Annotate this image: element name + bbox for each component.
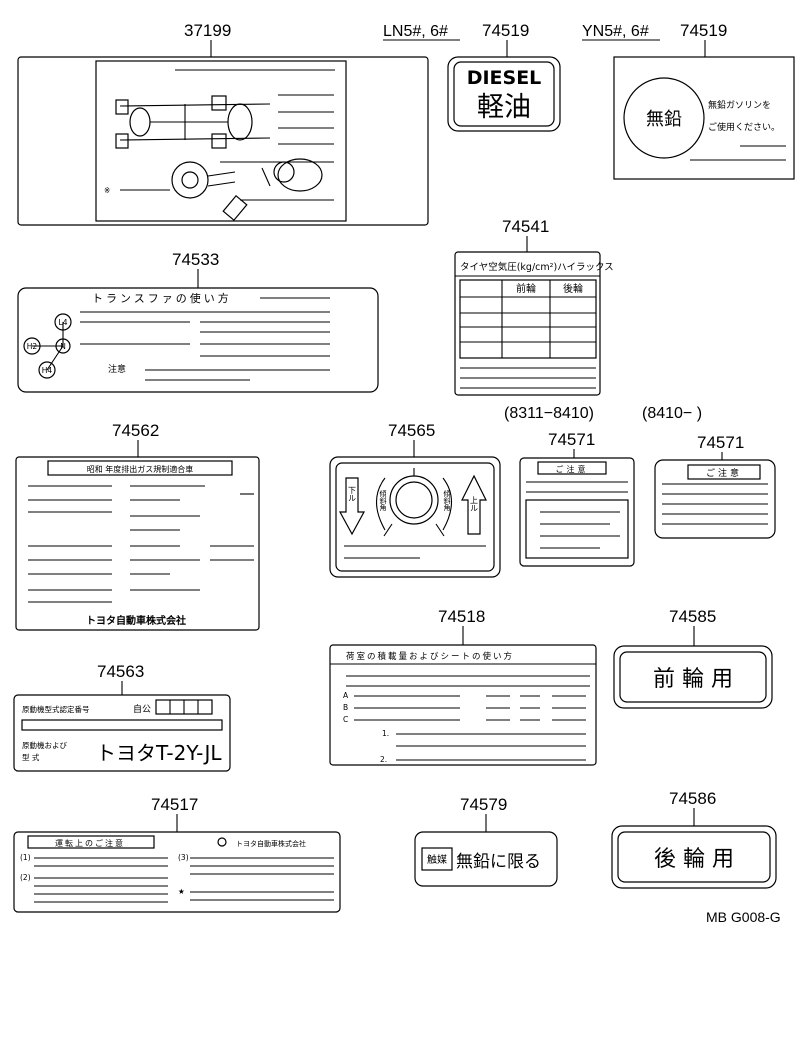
- part-number-74579: 74579: [460, 795, 507, 814]
- label-74571-b: (8410− ) 74571 ご注意: [642, 405, 776, 539]
- front-wheel-header: 前輪: [516, 282, 536, 295]
- cargo-title: 荷室の積載量およびシートの使い方: [346, 651, 514, 662]
- label-74533: 74533 トランスファの使い方 注意 L4 N H2 H4: [17, 250, 379, 393]
- label-74571-a: (8311−8410) 74571 ご注意: [504, 405, 635, 567]
- label-74562: 74562 昭和 年度排出ガス規制適合車 トヨタ自動車株式会社: [15, 421, 260, 631]
- svg-text:A: A: [343, 691, 349, 700]
- mark-h4: H4: [42, 366, 53, 375]
- transfer-case-drawing: [171, 161, 248, 222]
- part-number-74571-a: 74571: [548, 430, 595, 449]
- driving-caution-title: 運転上のご注意: [55, 838, 125, 848]
- arrow-up-text: 上ル: [470, 496, 479, 512]
- part-number-74586: 74586: [669, 789, 716, 808]
- svg-text:(3): (3): [178, 853, 189, 862]
- part-number-74518: 74518: [438, 607, 485, 626]
- unleaded-circle-text: 無鉛: [646, 109, 682, 130]
- left-arc-text: 傾斜角: [379, 489, 387, 512]
- engine-cert-label: 原動機型式認定番号: [22, 704, 90, 714]
- rear-wheel-header: 後輪: [563, 282, 583, 295]
- engine-model-text: トヨタT-2Y-JL: [96, 741, 222, 765]
- part-number-74519-b: 74519: [680, 21, 727, 40]
- unleaded-line-2: ご使用ください。: [708, 121, 780, 133]
- label-74518: 74518 荷室の積載量およびシートの使い方 A B C 1. 2.: [329, 607, 597, 766]
- figure-id: MB G008-G: [706, 909, 781, 925]
- label-74541: 74541 タイヤ空気圧(kg/cm²)ハイラックス 前輪 後輪: [454, 217, 614, 396]
- label-74519-diesel: LN5#, 6# 74519 DIESEL 軽油: [383, 21, 561, 132]
- rear-wheel-text: 後 輪 用: [654, 847, 734, 872]
- label-74563: 74563 原動機型式認定番号 自公 原動機および 型 式 トヨタT-2Y-JL: [13, 662, 231, 772]
- svg-text:C: C: [343, 715, 348, 724]
- svg-text:※: ※: [104, 186, 110, 195]
- variant-8410: (8410− ): [642, 405, 702, 422]
- mark-l4: L4: [59, 318, 68, 327]
- unleaded-only-text: 無鉛に限る: [456, 852, 541, 872]
- shift-pattern-diagram: L4 N H2 H4: [23, 313, 72, 379]
- svg-text:2.: 2.: [380, 755, 387, 764]
- instruction-lines: [120, 69, 335, 201]
- toyota-maker-small: トヨタ自動車株式会社: [236, 839, 306, 848]
- right-arc-text: 傾斜角: [443, 489, 451, 512]
- label-74565: 74565 下ル 上ル 傾斜角 傾斜角: [329, 421, 501, 578]
- caution-title-a: ご注意: [556, 464, 589, 474]
- toyota-maker-text: トヨタ自動車株式会社: [86, 614, 186, 627]
- mark-n: N: [60, 342, 66, 351]
- engine-cert-prefix: 自公: [133, 703, 151, 715]
- part-number-74533: 74533: [172, 250, 219, 269]
- tire-pressure-title: タイヤ空気圧(kg/cm²)ハイラックス: [460, 261, 614, 273]
- variant-8311: (8311−8410): [504, 405, 594, 422]
- label-74586: 74586 後 輪 用: [611, 789, 777, 889]
- variant-yn: YN5#, 6#: [582, 23, 649, 40]
- label-37199: 37199: [17, 21, 429, 226]
- part-number-37199: 37199: [184, 21, 231, 40]
- arrow-down-text: 下ル: [348, 486, 357, 502]
- emission-title: 昭和 年度排出ガス規制適合車: [87, 464, 194, 474]
- part-number-74517: 74517: [151, 795, 198, 814]
- part-number-74519-a: 74519: [482, 21, 529, 40]
- light-oil-text: 軽油: [477, 92, 531, 123]
- front-wheel-text: 前 輪 用: [653, 667, 733, 692]
- diesel-text: DIESEL: [467, 67, 542, 89]
- svg-text:(1): (1): [20, 853, 31, 862]
- svg-text:(2): (2): [20, 873, 31, 882]
- engine-model-label-1: 原動機および: [22, 740, 67, 750]
- part-number-74565: 74565: [388, 421, 435, 440]
- part-number-74585: 74585: [669, 607, 716, 626]
- engine-model-label-2: 型 式: [22, 752, 40, 762]
- svg-text:1.: 1.: [382, 729, 389, 738]
- note-label: 注意: [108, 363, 126, 375]
- mark-h2: H2: [27, 342, 38, 351]
- label-74517: 74517 運転上のご注意 トヨタ自動車株式会社 (1) (3) (2) ★: [13, 795, 341, 913]
- label-74585: 74585 前 輪 用: [613, 607, 773, 709]
- part-number-74571-b: 74571: [697, 433, 744, 452]
- part-number-74563: 74563: [97, 662, 144, 681]
- svg-text:★: ★: [178, 887, 185, 896]
- variant-ln: LN5#, 6#: [383, 23, 448, 40]
- label-74579: 74579 触媒 無鉛に限る: [414, 795, 558, 887]
- svg-text:B: B: [343, 703, 348, 712]
- catalyst-box-text: 触媒: [427, 853, 447, 866]
- unleaded-line-1: 無鉛ガソリンを: [708, 99, 771, 111]
- caution-title-b: ご注意: [706, 467, 742, 479]
- chassis-drawing: [115, 95, 271, 149]
- part-number-74562: 74562: [112, 421, 159, 440]
- part-number-74541: 74541: [502, 217, 549, 236]
- label-74519-unleaded: YN5#, 6# 74519 無鉛 無鉛ガソリンを ご使用ください。: [582, 21, 795, 180]
- transfer-usage-title: トランスファの使い方: [92, 291, 232, 305]
- hub-drawing: [261, 158, 323, 192]
